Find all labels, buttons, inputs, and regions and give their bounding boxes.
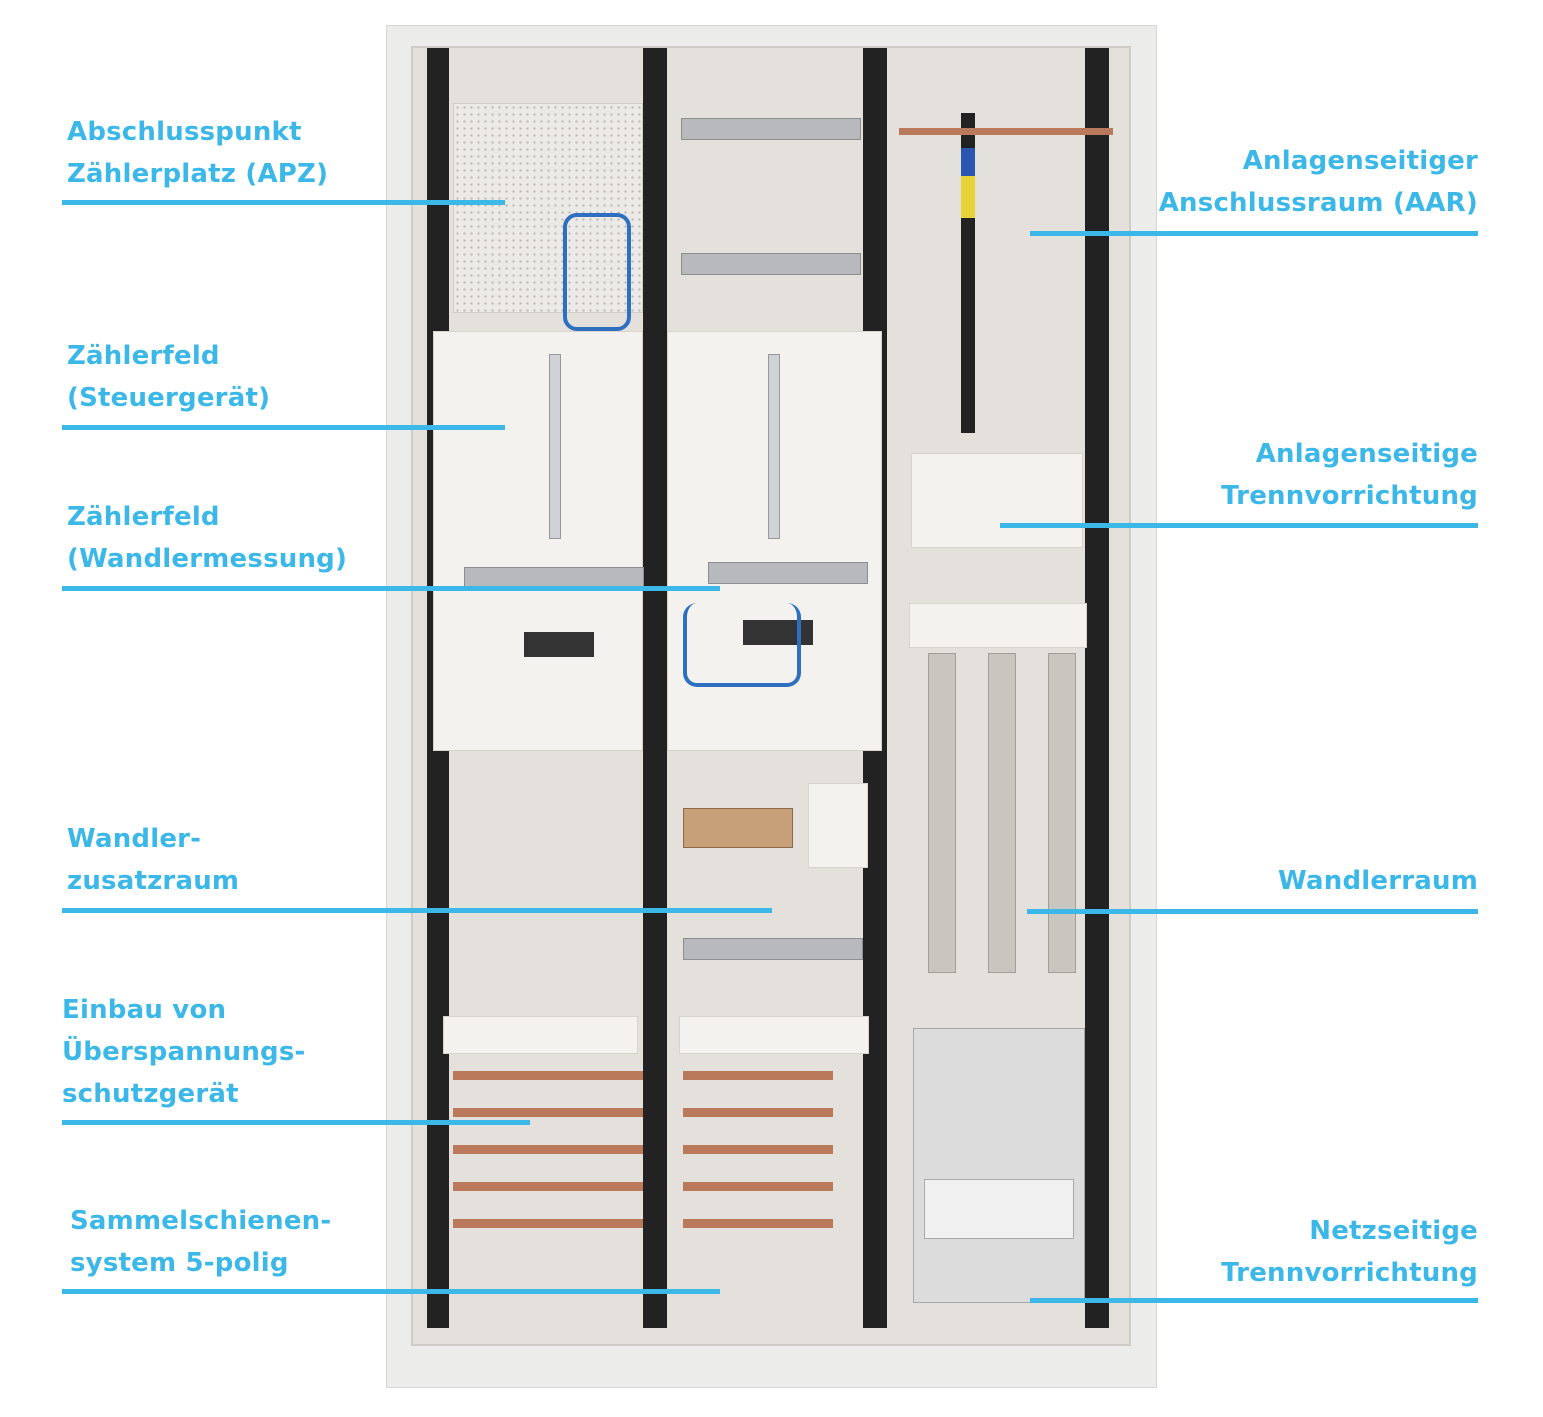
- transformer-bar: [988, 653, 1016, 973]
- busbar-cover: [443, 1016, 638, 1054]
- leader-line-wandlerzusatzraum: [62, 908, 772, 913]
- wire: [683, 603, 801, 687]
- label-zaehlerfeld-wandlermessung: Zählerfeld (Wandlermessung): [67, 496, 347, 580]
- transformer-bar: [1048, 653, 1076, 973]
- busbar: [453, 1219, 643, 1228]
- terminal-block: [683, 808, 793, 848]
- label-line: Anlagenseitiger: [1242, 146, 1478, 176]
- busbar: [683, 1108, 833, 1117]
- label-line: (Wandlermessung): [67, 544, 348, 574]
- busbar: [683, 1219, 833, 1228]
- grid-side-disconnector: [913, 1028, 1085, 1303]
- label-sammelschienen: Sammelschienen- system 5-polig: [70, 1200, 331, 1284]
- network-cable: [563, 213, 631, 331]
- label-line: Trennvorrichtung: [1221, 481, 1478, 511]
- label-wandlerraum: Wandlerraum: [1278, 860, 1478, 902]
- label-line: Zählerfeld: [67, 502, 220, 532]
- label-netzseitige-trennvorrichtung: Netzseitige Trennvorrichtung: [1221, 1210, 1478, 1294]
- din-rail: [683, 938, 863, 960]
- busbar: [453, 1182, 643, 1191]
- label-line: Wandler-: [67, 824, 202, 854]
- meter-cabinet-photo: [386, 25, 1157, 1388]
- meter-field-right: [667, 331, 882, 751]
- leader-line-steuergeraet: [62, 425, 505, 430]
- label-line: (Steuergerät): [67, 383, 271, 413]
- leader-line-apz: [62, 200, 505, 205]
- label-line: Wandlerraum: [1278, 866, 1478, 896]
- label-apz: Abschlusspunkt Zählerplatz (APZ): [67, 111, 328, 195]
- busbar: [683, 1182, 833, 1191]
- leader-line-anlagenseitige-trennvorrichtung: [1000, 523, 1478, 528]
- label-line: Netzseitige: [1309, 1216, 1478, 1246]
- meter-field-left: [433, 331, 644, 751]
- label-line: Trennvorrichtung: [1221, 1258, 1478, 1288]
- busbar: [453, 1145, 643, 1154]
- label-line: schutzgerät: [62, 1079, 239, 1109]
- installation-side-disconnector: [911, 453, 1083, 548]
- label-aar: Anlagenseitiger Anschlussraum (AAR): [1159, 140, 1478, 224]
- apz-panel: [453, 103, 643, 313]
- label-line: Anlagenseitige: [1255, 439, 1478, 469]
- label-line: Einbau von: [62, 995, 227, 1025]
- label-line: zusatzraum: [67, 866, 240, 896]
- leader-line-sammelschienen: [62, 1289, 720, 1294]
- disconnector-cover: [909, 603, 1087, 648]
- transformer-bar: [928, 653, 956, 973]
- leader-line-ueberspannungsschutz: [62, 1120, 530, 1125]
- busbar: [683, 1145, 833, 1154]
- label-anlagenseitige-trennvorrichtung: Anlagenseitige Trennvorrichtung: [1221, 433, 1478, 517]
- busbar: [453, 1071, 643, 1080]
- label-line: system 5-polig: [70, 1248, 289, 1278]
- mounting-rail: [643, 48, 667, 1328]
- cabinet-interior: [411, 46, 1131, 1346]
- din-rail: [681, 253, 861, 275]
- label-line: Zählerfeld: [67, 341, 220, 371]
- label-line: Überspannungs-: [62, 1037, 306, 1067]
- label-zaehlerfeld-steuergeraet: Zählerfeld (Steuergerät): [67, 335, 270, 419]
- leader-line-netzseitige-trennvorrichtung: [1030, 1298, 1478, 1303]
- label-wandlerzusatzraum: Wandler- zusatzraum: [67, 818, 239, 902]
- din-rail: [681, 118, 861, 140]
- busbar-cover: [679, 1016, 869, 1054]
- leader-line-wandlerraum: [1027, 909, 1478, 914]
- leader-line-wandlermessung: [62, 586, 720, 591]
- busbar: [453, 1108, 643, 1117]
- copper-bar: [899, 128, 1113, 135]
- label-line: Abschlusspunkt: [67, 117, 302, 147]
- label-line: Sammelschienen-: [70, 1206, 332, 1236]
- label-ueberspannungsschutz: Einbau von Überspannungs- schutzgerät: [62, 989, 306, 1115]
- fuse-holders: [808, 783, 868, 868]
- leader-line-aar: [1030, 231, 1478, 236]
- cable-marking: [961, 148, 975, 218]
- label-line: Anschlussraum (AAR): [1158, 188, 1478, 218]
- mounting-rail: [1085, 48, 1109, 1328]
- busbar: [683, 1071, 833, 1080]
- label-line: Zählerplatz (APZ): [67, 159, 329, 189]
